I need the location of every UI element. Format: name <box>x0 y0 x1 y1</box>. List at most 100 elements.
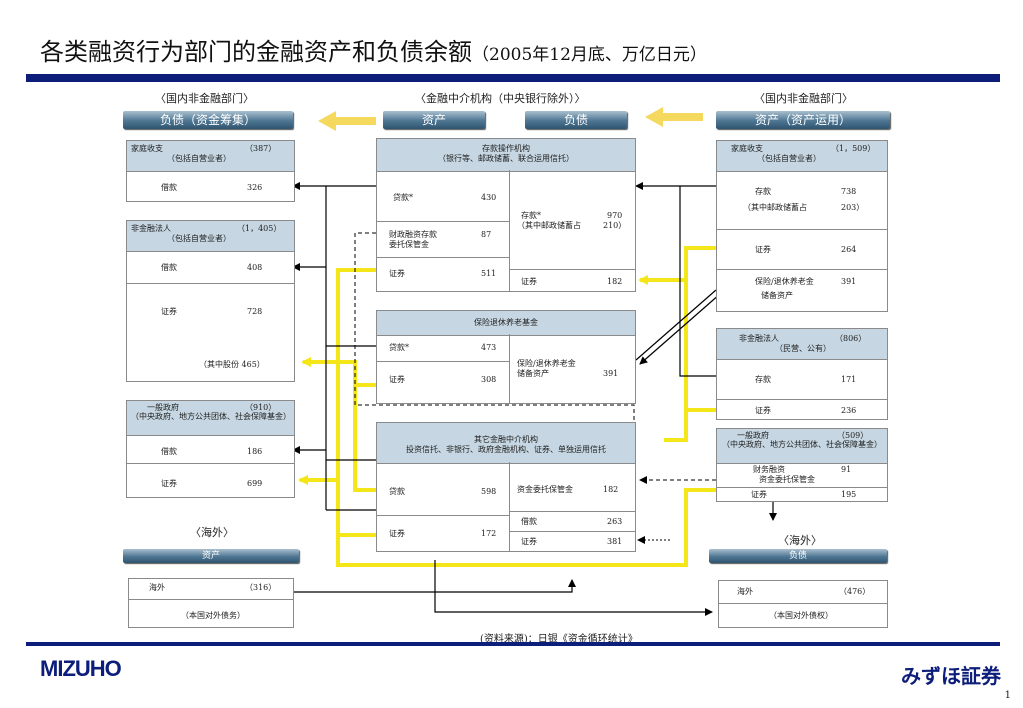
right-nonfin-box: 非金融法人 （806） （民营、公有） 存款 171 证券 236 <box>716 328 888 420</box>
center-deposit-sec-value: 511 <box>481 269 497 278</box>
yellow-arrow-left-icon <box>318 111 376 131</box>
divider <box>377 515 509 516</box>
overseas-right-label: 〈海外〉 <box>778 534 822 547</box>
center-insurance-loans-label: 贷款* <box>389 343 409 352</box>
right-gov-subtitle: （中央政府、地方公共团体、社会保障基金） <box>722 440 882 449</box>
divider <box>129 599 293 600</box>
right-nonfin-sec-value: 236 <box>841 406 857 415</box>
left-gov-total: （910） <box>245 403 277 412</box>
center-other-borrow-value: 263 <box>607 517 623 526</box>
center-other-trust-value: 182 <box>603 485 619 494</box>
left-gov-box: 一般政府 （910） （中央政府、地方公共团体、社会保障基金） 借款 186 证… <box>126 400 295 498</box>
divider <box>509 531 635 532</box>
left-gov-sec-label: 证券 <box>161 479 177 488</box>
header-left-liabilities: 负债（资金筹集） <box>123 111 293 129</box>
center-deposit-dep-label: 存款* <box>521 211 541 220</box>
center-deposit-head: 存款操作机构 （银行等、邮政储蓄、联合运用信托） <box>376 138 636 172</box>
right-gov-fiscal-value: 91 <box>841 465 852 474</box>
left-nonfin-loan-value: 408 <box>247 263 263 272</box>
mizuho-securities-logo: みずほ証券 <box>901 664 1001 688</box>
center-deposit-fiscal-label1: 财政融资存款 <box>389 230 437 239</box>
center-insurance-box: 保险退休养老基金 贷款* 473 证券 308 保险/退休养老金 储备资产 39… <box>376 310 636 404</box>
divider <box>717 229 887 230</box>
divider <box>377 361 509 362</box>
divider <box>509 334 510 403</box>
left-nonfin-stock: （其中股份 465） <box>199 360 265 369</box>
title-sub: （2005年12月底、万亿日元） <box>472 45 707 65</box>
divider <box>509 170 510 291</box>
left-nonfin-total: （1，405） <box>237 224 282 233</box>
divider <box>377 221 509 222</box>
right-household-postal-value: 203） <box>841 203 865 212</box>
right-household-sec-value: 264 <box>841 245 857 254</box>
left-nonfin-sec-label: 证券 <box>161 307 177 316</box>
center-other-loans-label: 贷款 <box>389 487 405 496</box>
overseas-right-total: （476） <box>839 587 871 596</box>
yellow-flow-household-sec <box>664 246 716 442</box>
center-other-trust-label: 资金委托保管金 <box>517 485 573 494</box>
right-household-postal-label: （其中邮政储蓄占 <box>743 203 807 212</box>
title-main: 各类融资行为部门的金融资产和负债余额 <box>40 38 472 66</box>
divider <box>377 257 509 258</box>
right-gov-fiscal-label1: 财务融资 <box>753 465 785 474</box>
overseas-left-note: （本国对外债务） <box>181 611 245 620</box>
left-gov-loan-label: 借款 <box>161 447 177 456</box>
center-insurance-head: 保险退休养老基金 <box>376 310 636 336</box>
left-household-box: 家庭收支 （387） （包括自营业者） 借款 326 <box>126 140 295 202</box>
divider <box>717 269 887 270</box>
left-household-subtitle: （包括自营业者） <box>167 154 231 163</box>
center-other-liab-sec-label: 证券 <box>521 537 537 546</box>
right-gov-box: 一般政府 （509） （中央政府、地方公共团体、社会保障基金） 财务融资 91 … <box>716 428 888 502</box>
center-other-loans-value: 598 <box>481 487 497 496</box>
left-gov-sec-value: 699 <box>247 479 263 488</box>
left-nonfin-head: 非金融法人 （1，405） （包括自营业者） <box>126 220 295 252</box>
center-deposit-dep-value: 970 <box>607 211 623 220</box>
center-insurance-res-label2: 储备资产 <box>517 369 549 378</box>
right-nonfin-subtitle: （民营、公有） <box>775 344 831 353</box>
left-gov-head: 一般政府 （910） （中央政府、地方公共团体、社会保障基金） <box>126 400 295 436</box>
right-household-ins-label2: 储备资产 <box>761 291 793 300</box>
center-other-liab-sec-value: 381 <box>607 537 623 546</box>
center-deposit-dep-sub: （其中邮政储蓄占 <box>517 221 581 230</box>
overseas-right-title: 海外 <box>737 587 753 596</box>
page-title: 各类融资行为部门的金融资产和负债余额（2005年12月底、万亿日元） <box>40 32 707 67</box>
divider <box>509 511 635 512</box>
right-nonfin-total: （806） <box>835 334 867 343</box>
yellow-arrow-left-icon <box>645 107 703 127</box>
divider <box>127 463 294 464</box>
right-gov-fiscal-label2: 资金委托保管金 <box>759 475 815 484</box>
center-insurance-sec-value: 308 <box>481 375 497 384</box>
center-other-box: 其它金融中介机构 投资信托、非银行、政府金融机构、证券、单独运用信托 贷款 59… <box>376 422 636 552</box>
divider <box>719 603 887 604</box>
left-household-loan-value: 326 <box>247 183 263 192</box>
section-center-label: 〈金融中介机构（中央银行除外）〉 <box>415 92 586 105</box>
right-nonfin-title: 非金融法人 <box>739 334 779 343</box>
center-deposit-dep-sub-value: 210） <box>603 221 627 230</box>
header-center-assets: 资产 <box>383 111 485 129</box>
right-nonfin-head: 非金融法人 （806） （民营、公有） <box>716 328 888 360</box>
overseas-left-label: 〈海外〉 <box>190 526 234 539</box>
right-household-sec-label: 证券 <box>755 245 771 254</box>
center-other-title: 其它金融中介机构 <box>474 435 538 444</box>
right-gov-sec-value: 195 <box>841 490 857 499</box>
center-deposit-box: 存款操作机构 （银行等、邮政储蓄、联合运用信托） 贷款* 430 财政融资存款 … <box>376 138 636 292</box>
overseas-left-box: 海外 （316） （本国对外债务） <box>128 578 294 628</box>
center-other-sec-value: 172 <box>481 529 497 538</box>
center-other-subtitle: 投资信托、非银行、政府金融机构、证券、单独运用信托 <box>406 445 606 454</box>
overseas-left-total: （316） <box>245 583 277 592</box>
left-nonfin-box: 非金融法人 （1，405） （包括自营业者） 借款 408 证券 728 （其中… <box>126 220 295 382</box>
right-nonfin-sec-label: 证券 <box>755 406 771 415</box>
center-insurance-res-label1: 保险/退休养老金 <box>517 359 576 368</box>
page-number: 1 <box>1004 690 1011 701</box>
mizuho-logo: MIZUHO <box>40 656 122 681</box>
divider <box>127 283 294 284</box>
right-household-total: （1，509） <box>831 144 876 153</box>
divider <box>717 399 887 400</box>
header-overseas-assets: 资产 <box>123 549 299 563</box>
title-underline-bar <box>26 74 1000 82</box>
divider <box>509 269 635 270</box>
overseas-right-note: （本国对外债权） <box>769 611 833 620</box>
center-deposit-sec-label: 证券 <box>389 269 405 278</box>
right-household-ins-label1: 保险/退休养老金 <box>755 277 814 286</box>
header-overseas-liabilities: 负债 <box>709 549 887 563</box>
